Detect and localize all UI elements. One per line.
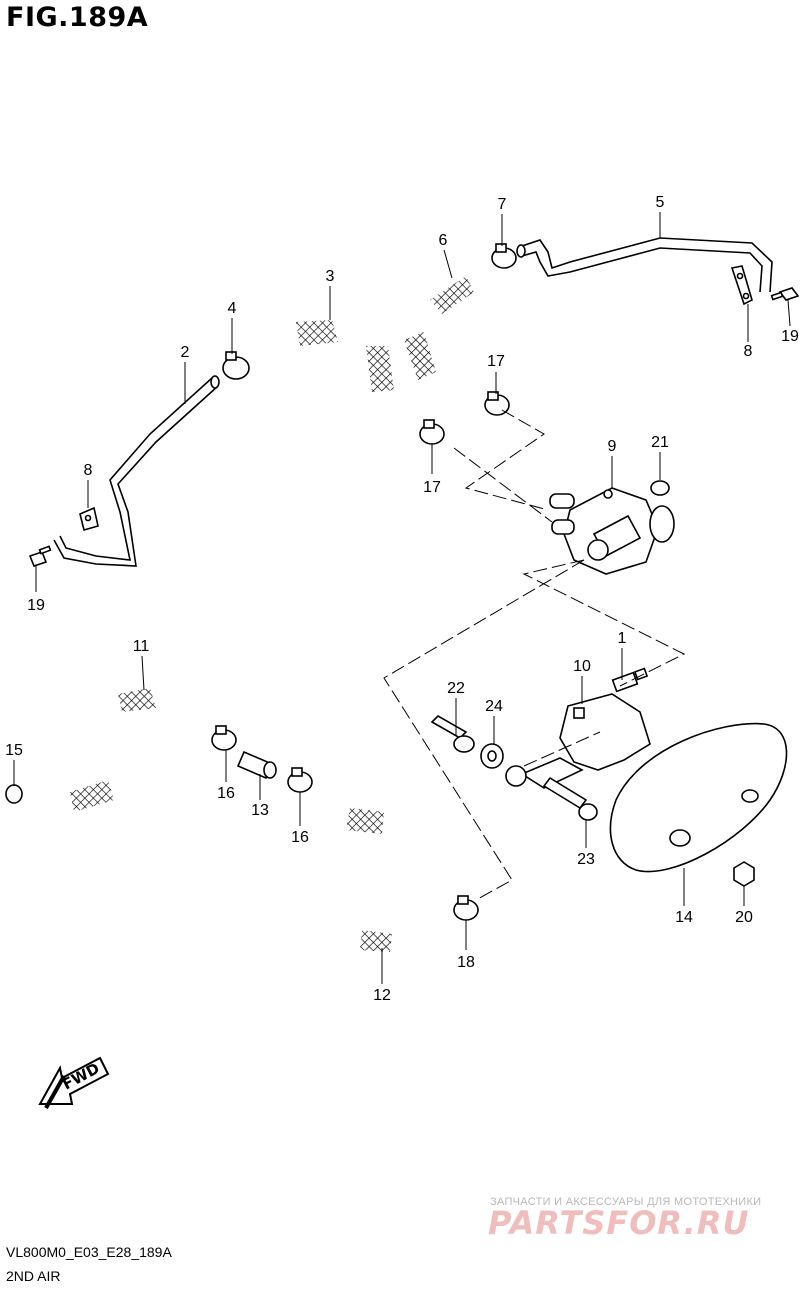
callout-2: 2 bbox=[181, 344, 190, 361]
air-pipe-5 bbox=[516, 237, 773, 293]
bracket-10 bbox=[505, 693, 651, 789]
callout-11: 11 bbox=[133, 638, 150, 655]
grommet-24 bbox=[480, 743, 504, 769]
callout-5: 5 bbox=[656, 194, 665, 211]
callout-9: 9 bbox=[608, 438, 617, 455]
bolt-19-top bbox=[770, 287, 800, 301]
joint-13 bbox=[236, 750, 277, 780]
washer-21 bbox=[650, 480, 670, 496]
hose-3 bbox=[250, 316, 404, 424]
bolt-19-left bbox=[28, 545, 52, 567]
callout-8-top: 8 bbox=[744, 343, 753, 360]
sensor-1 bbox=[611, 667, 649, 693]
watermark-logo: PARTSFOR.RU bbox=[488, 1204, 750, 1242]
callout-19-top: 19 bbox=[781, 328, 799, 345]
figure-title: FIG.189A bbox=[6, 2, 149, 33]
callout-6: 6 bbox=[439, 232, 448, 249]
valve-assembly-9 bbox=[549, 487, 675, 575]
model-code: VL800M0_E03_E28_189A bbox=[6, 1244, 172, 1260]
callout-23: 23 bbox=[577, 851, 595, 868]
clamp-16-left bbox=[211, 725, 237, 751]
section-name: 2ND AIR bbox=[6, 1268, 61, 1284]
fwd-direction-arrow: FWD bbox=[38, 1056, 110, 1109]
callout-10: 10 bbox=[573, 658, 591, 675]
callout-17-top: 17 bbox=[487, 353, 505, 370]
callout-24: 24 bbox=[485, 698, 503, 715]
callout-15: 15 bbox=[5, 742, 23, 759]
callout-18: 18 bbox=[457, 954, 475, 971]
bolt-22 bbox=[430, 715, 475, 753]
callout-13: 13 bbox=[251, 802, 269, 819]
callout-1: 1 bbox=[618, 630, 627, 647]
hose-6 bbox=[402, 259, 487, 399]
callout-20: 20 bbox=[735, 909, 753, 926]
nut-20 bbox=[733, 861, 755, 887]
callout-7: 7 bbox=[498, 196, 507, 213]
callout-14: 14 bbox=[675, 909, 693, 926]
callout-labels: 1 2 3 4 5 6 7 8 8 9 10 11 12 13 14 15 16… bbox=[5, 194, 799, 1004]
callout-16-left: 16 bbox=[217, 785, 235, 802]
callout-17-middle: 17 bbox=[423, 479, 441, 496]
callout-22: 22 bbox=[447, 680, 465, 697]
callout-3: 3 bbox=[326, 268, 335, 285]
bolt-23 bbox=[542, 776, 598, 821]
hose-11 bbox=[24, 679, 210, 822]
clamp-17-middle bbox=[419, 419, 445, 445]
leader-lines bbox=[13, 212, 791, 984]
callout-19-left: 19 bbox=[27, 597, 45, 614]
gasket-8-left bbox=[79, 506, 99, 531]
callout-12: 12 bbox=[373, 987, 391, 1004]
clamp-7 bbox=[491, 243, 517, 269]
hose-12 bbox=[306, 786, 452, 955]
callout-16-right: 16 bbox=[291, 829, 309, 846]
watermark-tagline: ЗАПЧАСТИ И АКСЕССУАРЫ ДЛЯ МОТОТЕХНИКИ bbox=[490, 1196, 762, 1208]
clamp-16-right bbox=[287, 767, 313, 793]
callout-4: 4 bbox=[228, 300, 237, 317]
cover-14 bbox=[609, 722, 788, 873]
o-ring-15 bbox=[5, 784, 23, 804]
clamp-4 bbox=[222, 351, 250, 380]
callout-8-left: 8 bbox=[84, 462, 93, 479]
clamp-18 bbox=[453, 895, 479, 921]
callout-21: 21 bbox=[651, 434, 669, 451]
air-pipe-2 bbox=[53, 375, 220, 567]
gasket-8-top bbox=[730, 265, 753, 306]
connection-lines bbox=[383, 409, 686, 901]
